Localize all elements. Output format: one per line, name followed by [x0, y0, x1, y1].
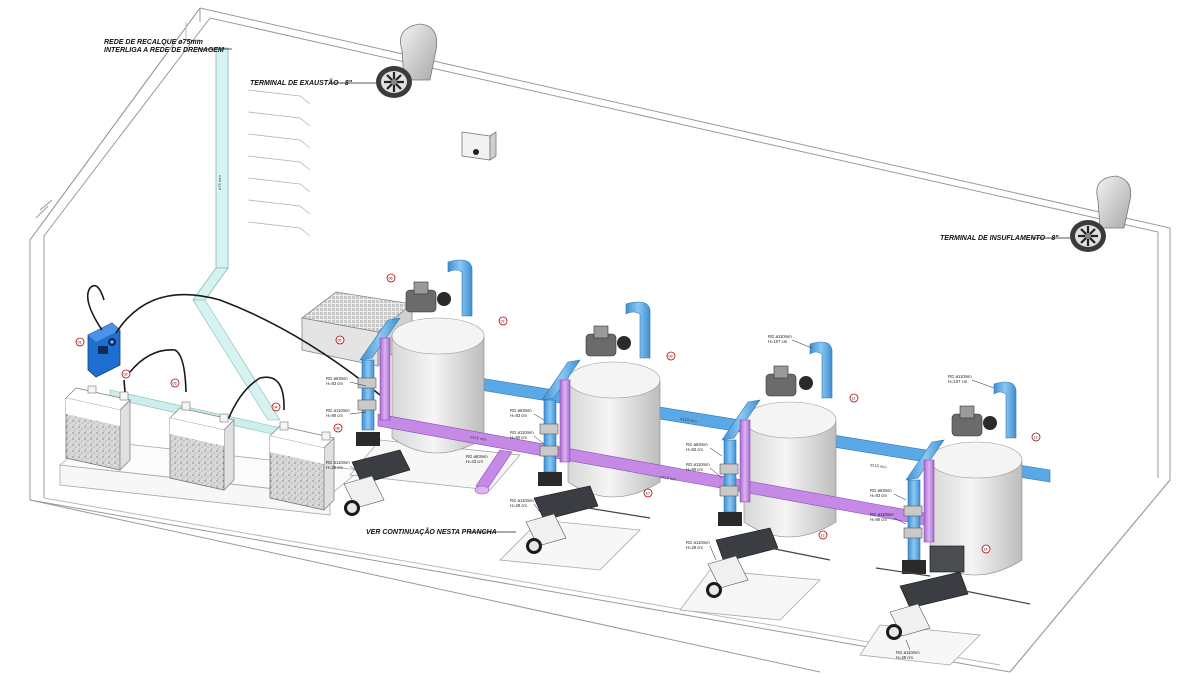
tag-bubble: 04	[271, 402, 281, 412]
tag-bubble: 03	[170, 378, 180, 388]
reg-f4-mid-b: H=93 cm	[870, 493, 887, 498]
reg-f3-top-b: H=107 cm	[768, 339, 788, 344]
reg-f3-mid-b: H=93 cm	[686, 447, 703, 452]
reg-f2-mid-a: RG ø110mm	[510, 430, 534, 435]
reg-f4-top-a: RG ø110mm	[948, 374, 972, 379]
tag-bubble: 11	[849, 393, 859, 403]
exhaust-terminal	[376, 23, 438, 98]
filter-4-piping	[903, 381, 1017, 561]
filter-3-piping	[719, 341, 833, 513]
tag-bubble: 01	[75, 337, 85, 347]
reg-f1-top-b: H=93 cm	[326, 381, 343, 386]
svg-text:08: 08	[336, 426, 340, 430]
svg-text:05: 05	[338, 338, 342, 342]
continuation-label: VER CONTINUAÇÃO NESTA PRANCHA	[366, 527, 497, 536]
control-panel-box	[461, 131, 497, 161]
reg-f1-bot-b: H=28 cm	[326, 465, 343, 470]
reg-f1-mid-b: H=90 cm	[326, 413, 343, 418]
intake-label: TERMINAL DE INSUFLAMENTO - 8"	[940, 235, 1059, 242]
dosing-pump	[87, 322, 121, 378]
blue-pipe-label-1: ø110 mm	[680, 416, 698, 424]
wall-shelves	[247, 89, 311, 237]
drain-riser: ø75 mm	[109, 47, 291, 439]
tag-bubble: 02	[121, 369, 131, 379]
tag-bubble: 08	[333, 423, 343, 433]
tag-bubble: 12	[818, 530, 828, 540]
recalque-label-line1: REDE DE RECALQUE ø75mm	[104, 39, 203, 46]
tag-bubble: 13	[1031, 432, 1041, 442]
register-labels: RG ø63mm H=93 cm RG ø110mm H=90 cm RG ø1…	[326, 334, 972, 660]
pump-1	[343, 432, 411, 516]
reg-f1-top-a: RG ø63mm	[326, 376, 348, 381]
svg-text:03: 03	[173, 381, 177, 385]
reg-f3-bot-b: H=28 cm	[686, 545, 703, 550]
svg-text:10: 10	[646, 491, 650, 495]
svg-text:02: 02	[124, 372, 128, 376]
chemical-tanks	[65, 385, 335, 511]
exhaust-label: TERMINAL DE EXAUSTÃO - 8"	[250, 78, 353, 87]
filter-1-piping	[357, 259, 473, 431]
reg-f3-bot-a: RG ø110mm	[686, 540, 710, 545]
chemical-tank-3	[269, 421, 335, 511]
tag-bubble: 09	[666, 351, 676, 361]
reg-f4-mid2-b: H=90 cm	[870, 517, 887, 522]
recalque-label-line2: INTERLIGA A REDE DE DRENAGEM	[104, 47, 224, 54]
reg-f3-mid2-a: RG ø110mm	[686, 462, 710, 467]
reg-f4-bot-a: RG ø110mm	[896, 650, 920, 655]
svg-text:01: 01	[78, 340, 82, 344]
svg-text:07: 07	[501, 319, 505, 323]
reg-f1-bot-a: RG ø110mm	[326, 460, 350, 465]
chemical-tank-1	[65, 385, 131, 471]
purple-pipe-label-1: ø110 mm	[470, 434, 488, 442]
svg-text:04: 04	[274, 405, 278, 409]
tag-bubble: 07	[498, 316, 508, 326]
purple-pipe-label-2: ø110 mm	[660, 474, 678, 482]
intake-terminal	[1070, 175, 1132, 252]
reg-f2-bot-b: H=28 cm	[510, 503, 527, 508]
blue-pipe-label-2: ø110 mm	[870, 462, 888, 470]
tag-bubble: 14	[981, 544, 991, 554]
reg-f4-top-b: H=107 cm	[948, 379, 968, 384]
tag-bubbles: 01 02 03 04 05 06 07 08 09 10 11 12 13 1…	[75, 273, 1041, 554]
filter-tank-2	[567, 361, 661, 498]
reg-f1-side-b: H=43 cm	[466, 459, 483, 464]
reg-f4-mid-a: RG ø63mm	[870, 488, 892, 493]
reg-f2-bot-a: RG ø110mm	[510, 498, 534, 503]
pump-3	[706, 512, 779, 598]
reg-f4-bot-b: H=28 cm	[896, 655, 913, 660]
reg-f1-side-a: RG ø63mm	[466, 454, 488, 459]
reg-f1-mid-a: RG ø110mm	[326, 408, 350, 413]
pump-2	[525, 472, 599, 554]
reg-f3-mid-a: RG ø63mm	[686, 442, 708, 447]
filter-2-piping	[539, 301, 651, 473]
room-shell	[29, 7, 1171, 673]
support-rods	[587, 507, 1031, 605]
reg-f3-top-a: RG ø110mm	[768, 334, 792, 339]
svg-text:09: 09	[669, 354, 673, 358]
tag-bubble: 06	[386, 273, 396, 283]
reg-f4-mid2-a: RG ø110mm	[870, 512, 894, 517]
svg-text:06: 06	[389, 276, 393, 280]
reg-f2-mid-b: H=90 cm	[510, 435, 527, 440]
reg-f2-top-b: H=93 cm	[510, 413, 527, 418]
svg-text:12: 12	[821, 533, 825, 537]
riser-diameter-label: ø75 mm	[217, 175, 222, 190]
filter-tank-3	[743, 401, 837, 538]
hoses	[86, 284, 381, 421]
svg-text:14: 14	[984, 547, 988, 551]
leader-lines	[349, 339, 995, 651]
pump-4	[886, 545, 969, 640]
chemical-tank-2	[169, 401, 235, 491]
svg-text:11: 11	[852, 396, 856, 400]
tag-bubble: 10	[643, 488, 653, 498]
reg-f2-top-a: RG ø63mm	[510, 408, 532, 413]
reg-f3-mid2-b: H=90 cm	[686, 467, 703, 472]
tag-bubble: 05	[335, 335, 345, 345]
svg-text:13: 13	[1034, 435, 1038, 439]
